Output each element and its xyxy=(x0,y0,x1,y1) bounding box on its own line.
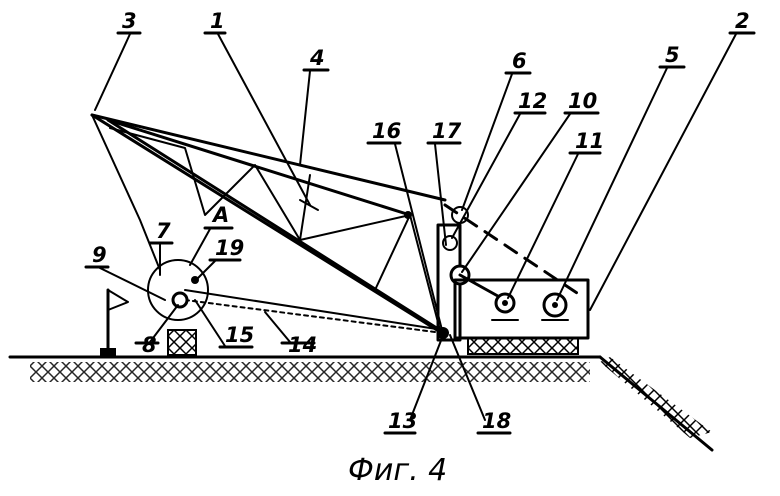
label-16: 16 xyxy=(372,119,401,143)
label-14: 14 xyxy=(288,333,317,357)
label-15: 15 xyxy=(225,323,254,347)
flag-marker xyxy=(100,288,129,358)
label-2: 2 xyxy=(735,9,750,33)
label-12: 12 xyxy=(518,89,547,113)
base-body xyxy=(453,278,590,355)
label-11: 11 xyxy=(575,129,604,153)
label-4: 4 xyxy=(309,46,325,70)
label-7: 7 xyxy=(156,219,171,243)
label-9: 9 xyxy=(92,243,107,267)
ground xyxy=(8,355,714,452)
labels: 3 1 4 6 12 10 11 5 2 16 17 7 xyxy=(84,9,756,435)
figure-caption: Фиг. 4 xyxy=(348,453,447,488)
label-17: 17 xyxy=(432,119,462,143)
label-5: 5 xyxy=(665,43,680,67)
boom-lattice xyxy=(90,113,447,337)
label-A: A xyxy=(211,203,229,227)
label-18: 18 xyxy=(482,409,511,433)
hoist-rope xyxy=(91,114,161,271)
label-10: 10 xyxy=(568,89,597,113)
drag-chain xyxy=(184,289,444,334)
label-19: 19 xyxy=(215,236,244,260)
label-1: 1 xyxy=(210,9,225,33)
label-3: 3 xyxy=(122,9,137,33)
label-6: 6 xyxy=(512,49,527,73)
